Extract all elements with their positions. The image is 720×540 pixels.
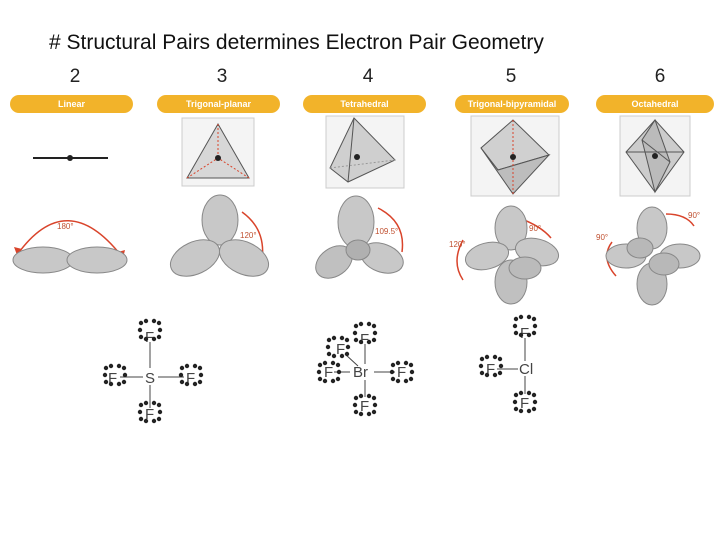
angle-label-equatorial: 90° (596, 233, 608, 242)
angle-label-axial: 90° (688, 211, 700, 220)
angle-label-axial: 90° (529, 224, 541, 233)
octahedral-diagram: 90° 90° (596, 115, 701, 306)
angle-label-equatorial: 120° (449, 240, 466, 249)
column-linear: 2 Linear 180° (5, 0, 145, 540)
pair-count: 6 (654, 66, 666, 87)
geometry-label: Trigonal-bipyramidal (455, 95, 569, 113)
angle-label: 180° (57, 222, 74, 231)
pair-count: 4 (362, 66, 374, 87)
trigonal-planar-diagram: 120° (169, 117, 270, 277)
column-octahedral: 6 Octahedral 90° 90° (590, 0, 720, 540)
angle-label: 120° (240, 231, 257, 240)
tetrahedral-diagram: 109.5° (315, 115, 405, 279)
column-tetrahedral: 4 Tetrahedral 109.5° (298, 0, 438, 540)
linear-diagram: 180° (12, 155, 128, 274)
slide-title: # Structural Pairs determines Electron P… (49, 31, 544, 54)
column-trigonal-planar: 3 Trigonal-planar 120° (152, 0, 292, 540)
geometry-label: Octahedral (596, 95, 714, 113)
column-trigonal-bipyramidal: 5 Trigonal-bipyramidal 90° 120° (441, 0, 581, 540)
trigonal-bipyramidal-diagram: 90° 120° (449, 115, 560, 305)
geometry-label: Trigonal-planar (157, 95, 280, 113)
angle-label: 109.5° (375, 227, 398, 236)
geometry-label: Tetrahedral (303, 95, 426, 113)
pair-count: 3 (216, 66, 228, 87)
pair-count: 2 (69, 66, 81, 87)
pair-count: 5 (505, 66, 517, 87)
geometry-label: Linear (10, 95, 133, 113)
